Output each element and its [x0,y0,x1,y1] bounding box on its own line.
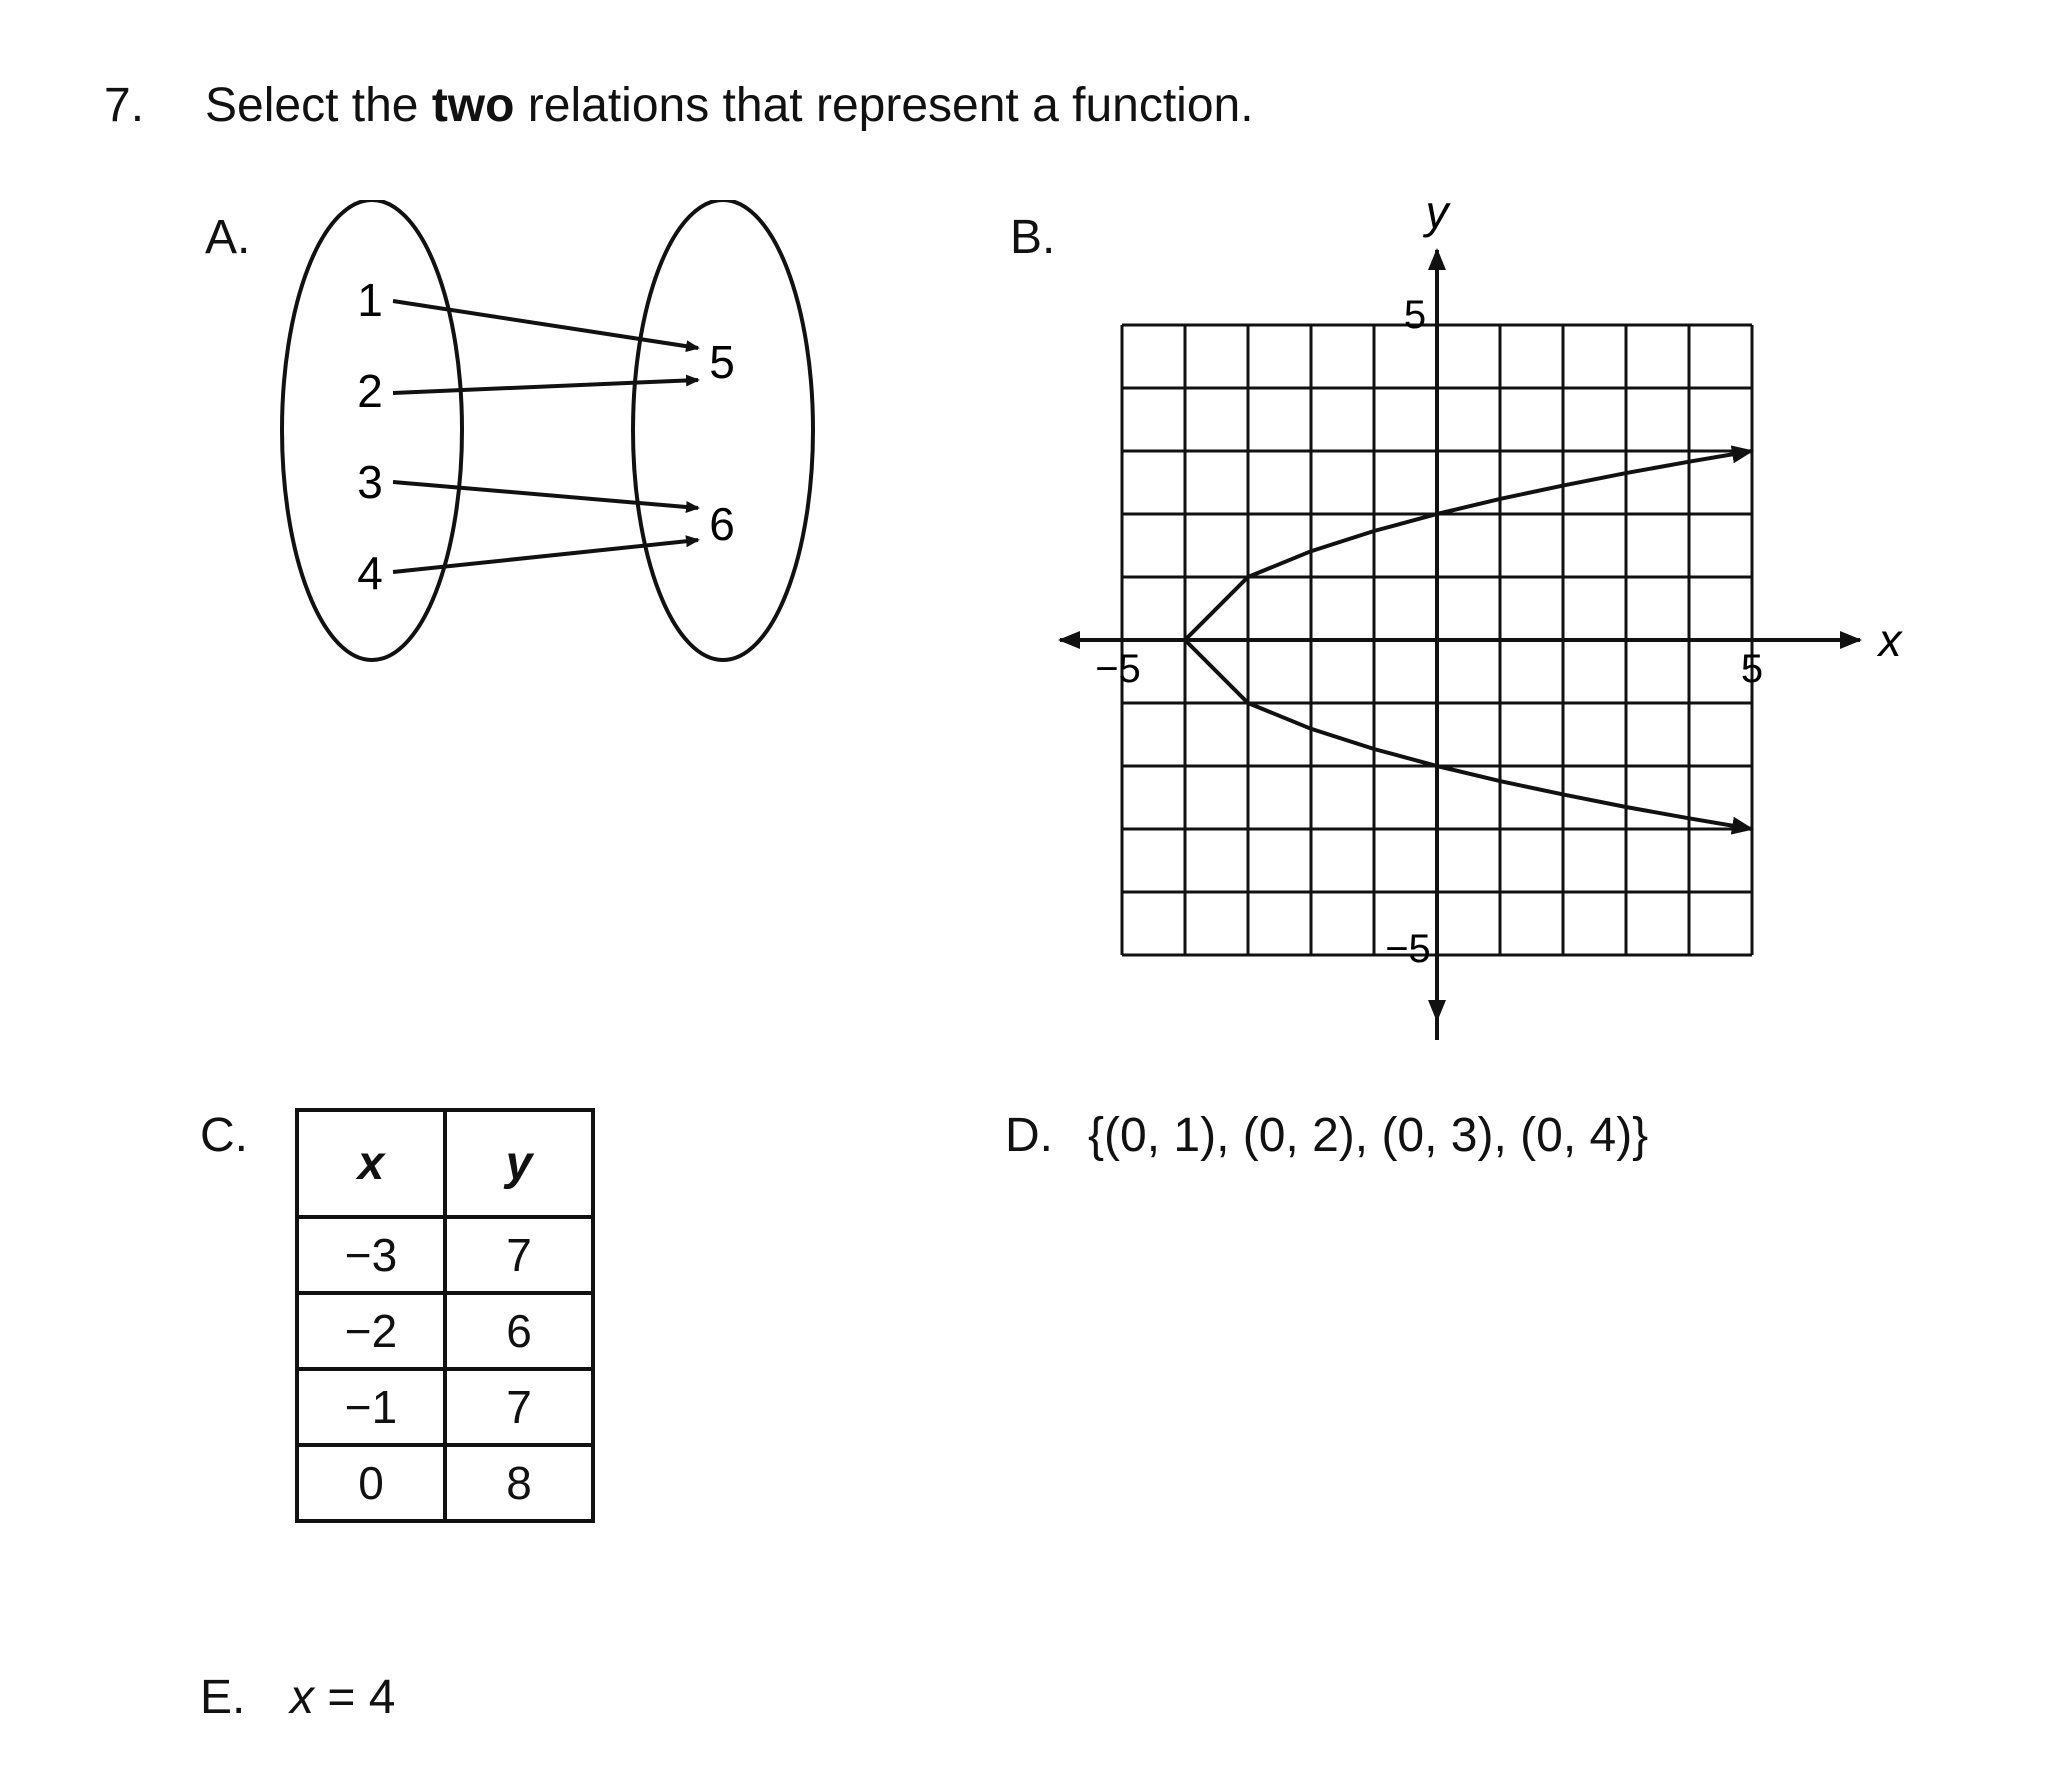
table-row: 0 8 [295,1443,595,1523]
option-b-label[interactable]: B. [1010,211,1056,264]
mapping-arrow [392,374,700,395]
domain-value: 3 [357,456,383,508]
y-tick-min: −5 [1385,927,1431,971]
mapping-diagram: 1 2 3 4 5 6 [280,200,815,662]
table-header-row: x y [295,1108,595,1219]
option-e-value: = 4 [314,1671,396,1724]
table-cell: 6 [443,1291,595,1371]
table-cell: −3 [295,1215,447,1295]
option-e-equation: x = 4 [290,1670,395,1725]
question-text-start: Select the [205,79,432,132]
question-text-bold: two [431,79,515,132]
table-row: −1 7 [295,1367,595,1447]
option-e-variable: x [290,1671,314,1724]
question-text-end: relations that represent a function. [514,79,1254,132]
range-value: 5 [709,336,735,388]
table-cell: −2 [295,1291,447,1371]
y-axis-label: y [1423,200,1452,238]
curve-lower [1183,638,1754,835]
option-d-set: {(0, 1), (0, 2), (0, 3), (0, 4)} [1088,1109,1649,1162]
table-cell: 7 [443,1367,595,1447]
mapping-arrow [392,535,700,574]
option-d-label[interactable]: D. [1005,1109,1053,1162]
y-tick-max: 5 [1404,293,1426,337]
option-e-label[interactable]: E. [200,1671,246,1724]
mapping-arrow [392,480,700,513]
curve-upper [1183,445,1754,642]
question-text: Select the two relations that represent … [205,78,1254,133]
table-header-x: x [295,1108,447,1219]
table-cell: 0 [295,1443,447,1523]
x-tick-max: 5 [1741,647,1763,691]
relation-table: x y −3 7 −2 6 −1 7 0 8 [295,1108,595,1523]
graph: y x 5 −5 −5 5 [1058,200,1904,1040]
table-cell: 7 [443,1215,595,1295]
range-oval [631,200,815,662]
x-tick-min: −5 [1095,647,1141,691]
table-cell: 8 [443,1443,595,1523]
table-header-y: y [443,1108,595,1219]
mapping-arrow [392,299,700,353]
table-row: −2 6 [295,1291,595,1371]
domain-oval [280,200,464,662]
domain-value: 1 [357,274,383,326]
table-cell: −1 [295,1367,447,1447]
question-number: 7. [104,79,145,132]
option-a-label[interactable]: A. [205,211,251,264]
range-value: 6 [709,498,735,550]
x-axis-label: x [1877,614,1904,666]
domain-value: 2 [357,365,383,417]
table-row: −3 7 [295,1215,595,1295]
domain-value: 4 [357,547,383,599]
option-c-label[interactable]: C. [200,1109,248,1162]
